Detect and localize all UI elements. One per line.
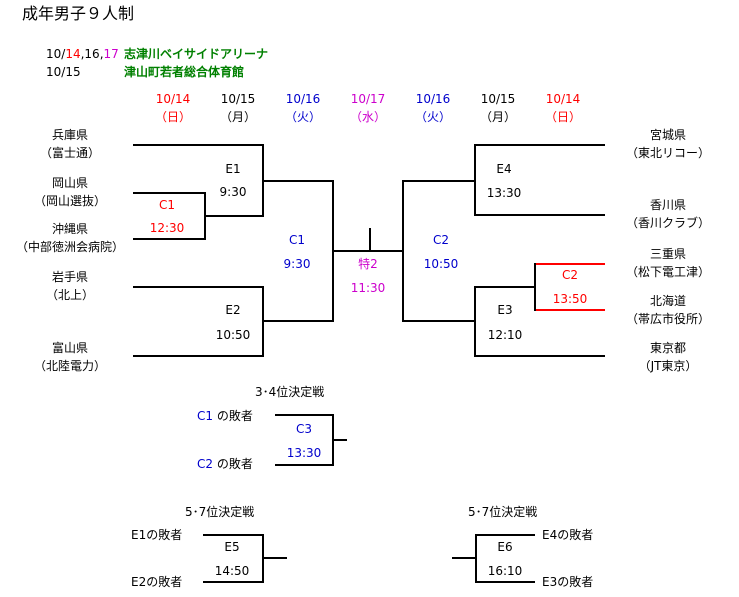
- column-date: 10/15: [480, 92, 516, 106]
- column-date: 10/17: [350, 92, 386, 106]
- column-day: （火）: [414, 110, 452, 124]
- team-club: （富士通）: [39, 146, 101, 160]
- page-title: 成年男子９人制: [22, 4, 135, 23]
- team-club: （帯広市役所）: [625, 312, 711, 326]
- venue-1: 志津川ベイサイドアリーナ: [124, 47, 269, 61]
- team-prefecture: 岩手県: [51, 270, 89, 284]
- column-day: （火）: [284, 110, 322, 124]
- team-prefecture: 富山県: [51, 341, 89, 355]
- fifth-left-entry-1: E1の敗者: [131, 528, 183, 542]
- team-prefecture: 宮城県: [649, 128, 687, 142]
- match-time: 12:30: [149, 221, 185, 235]
- entry-code: C2: [197, 457, 214, 471]
- team-prefecture: 北海道: [649, 294, 687, 308]
- entry-text: の敗者: [213, 457, 253, 471]
- team-prefecture: 香川県: [649, 198, 687, 212]
- column-day: （月）: [479, 110, 517, 124]
- team-prefecture: 沖縄県: [51, 222, 89, 236]
- match-label: C2: [561, 268, 579, 282]
- fifth-place-left-title: 5･7位決定戦: [185, 505, 255, 519]
- team-club: （北陸電力）: [33, 359, 107, 373]
- entry-code: C1: [197, 409, 214, 423]
- schedule-row-2: 10/15: [46, 65, 81, 79]
- match-label: E3: [497, 303, 513, 317]
- third-place-lines: [275, 414, 347, 466]
- match-label: C1: [158, 198, 176, 212]
- team-club: （JT東京）: [638, 359, 698, 373]
- fifth-right-entry-1: E4の敗者: [542, 528, 594, 542]
- entry-text: の敗者: [213, 409, 253, 423]
- match-label: C2: [432, 233, 450, 247]
- match-time: 14:50: [214, 564, 250, 578]
- match-label: E6: [497, 540, 513, 554]
- team-prefecture: 三重県: [649, 247, 687, 261]
- column-day: （水）: [349, 110, 387, 124]
- third-place-entry-2: C2 の敗者: [197, 457, 253, 471]
- fifth-right-lines: [452, 534, 535, 583]
- team-prefecture: 東京都: [649, 341, 687, 355]
- match-time: 10:50: [423, 257, 459, 271]
- match-label: E2: [225, 303, 241, 317]
- team-club: （香川クラブ）: [625, 216, 711, 230]
- column-date: 10/14: [155, 92, 191, 106]
- match-time: 9:30: [283, 257, 311, 271]
- match-label: C1: [288, 233, 306, 247]
- schedule-day-16: 16: [84, 47, 100, 61]
- fifth-place-right-title: 5･7位決定戦: [468, 505, 538, 519]
- column-day: （月）: [219, 110, 257, 124]
- final-match-label: 特2: [358, 257, 378, 271]
- schedule-month: 10/: [46, 47, 66, 61]
- left-bracket-lines: [133, 144, 403, 357]
- match-time: 9:30: [219, 185, 247, 199]
- column-date: 10/16: [415, 92, 451, 106]
- match-time: 16:10: [487, 564, 523, 578]
- fifth-left-entry-2: E2の敗者: [131, 575, 183, 589]
- venue-2: 津山町若者総合体育館: [124, 65, 245, 79]
- team-club: （中部徳洲会病院）: [15, 240, 125, 254]
- column-day: （日）: [154, 110, 192, 124]
- match-label: C3: [295, 422, 313, 436]
- team-club: （東北リコー）: [625, 146, 711, 160]
- fifth-right-entry-2: E3の敗者: [542, 575, 594, 589]
- team-club: （松下電工津）: [625, 265, 711, 279]
- schedule-day-14: 14: [65, 47, 81, 61]
- schedule-row-1: 10/14,16,17: [46, 47, 119, 61]
- final-match-time: 11:30: [350, 281, 386, 295]
- team-prefecture: 兵庫県: [51, 128, 89, 142]
- match-time: 13:50: [552, 292, 588, 306]
- team-prefecture: 岡山県: [51, 176, 89, 190]
- third-place-entry-1: C1 の敗者: [197, 409, 253, 423]
- schedule-sep: ,: [99, 47, 104, 61]
- match-time: 10:50: [215, 328, 251, 342]
- team-club: （北上）: [45, 288, 95, 302]
- match-label: E5: [224, 540, 240, 554]
- column-date: 10/14: [545, 92, 581, 106]
- match-label: E4: [496, 162, 512, 176]
- team-club: （岡山選抜）: [33, 194, 107, 208]
- third-place-title: 3･4位決定戦: [255, 385, 325, 399]
- column-day: （日）: [544, 110, 582, 124]
- schedule-sep: ,: [80, 47, 85, 61]
- fifth-left-lines: [203, 534, 287, 583]
- match-time: 12:10: [487, 328, 523, 342]
- column-date: 10/16: [285, 92, 321, 106]
- right-bracket-lines: [402, 144, 605, 357]
- schedule-day-17: 17: [103, 47, 119, 61]
- match-label: E1: [225, 162, 241, 176]
- column-date: 10/15: [220, 92, 256, 106]
- match-time: 13:30: [286, 446, 322, 460]
- match-time: 13:30: [486, 186, 522, 200]
